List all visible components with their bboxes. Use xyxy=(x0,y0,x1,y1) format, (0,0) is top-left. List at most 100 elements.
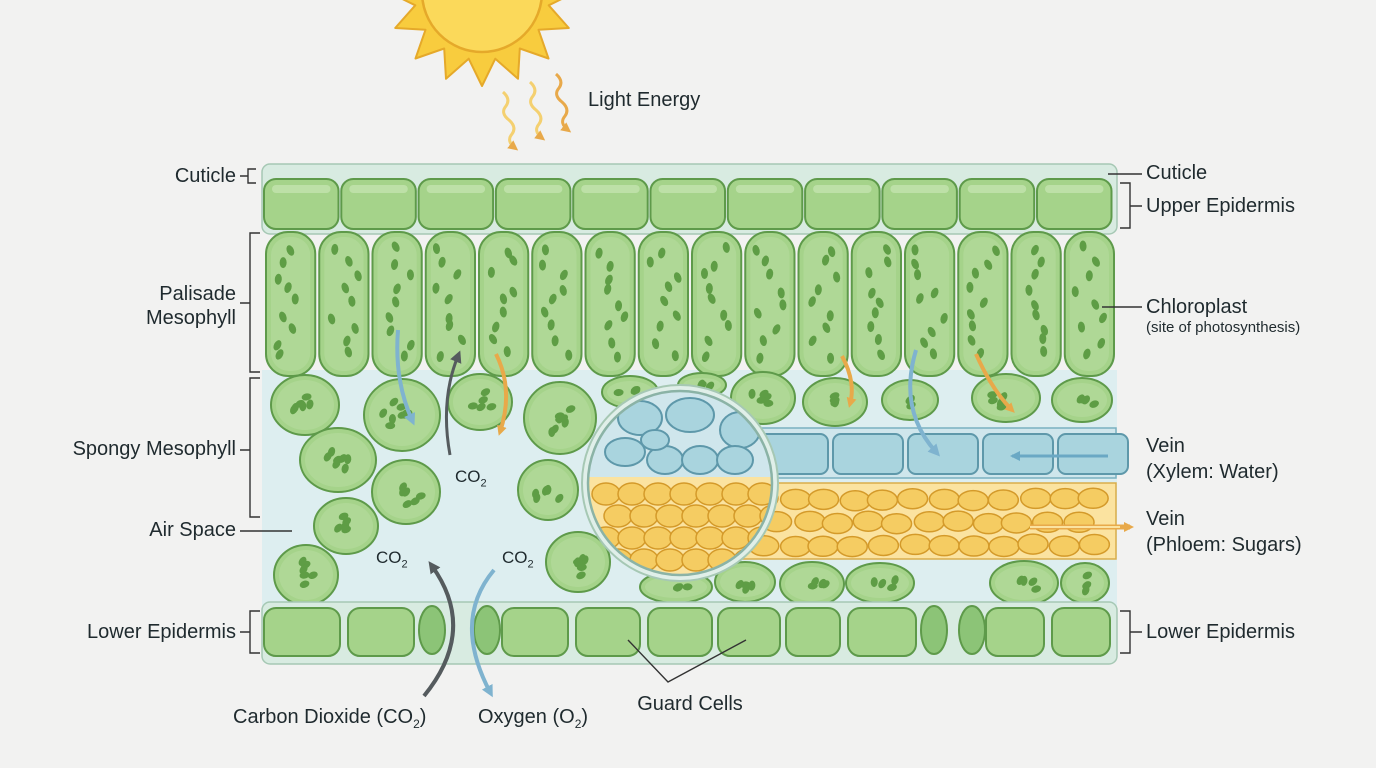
chloroplast xyxy=(476,403,486,412)
cell-highlight xyxy=(658,185,717,193)
xylem-cell xyxy=(640,429,670,451)
chloroplast xyxy=(967,335,976,346)
chloroplast xyxy=(348,295,356,307)
cell-interior xyxy=(271,237,311,371)
chloroplast xyxy=(576,563,587,571)
chloroplast xyxy=(988,396,998,405)
cell-highlight xyxy=(426,185,486,193)
lower-epidermis-cell xyxy=(347,607,415,657)
chloroplast xyxy=(299,580,310,588)
xylem-cell xyxy=(716,445,754,475)
sugar-arrow xyxy=(494,353,509,436)
chloroplast xyxy=(701,351,710,363)
chloroplast xyxy=(279,311,287,323)
chloroplast xyxy=(499,293,508,305)
chloroplast xyxy=(660,295,669,307)
bracket-cuticle-left xyxy=(240,168,256,184)
chloroplast xyxy=(299,564,308,574)
cell-highlight xyxy=(967,185,1027,193)
chloroplast xyxy=(911,244,919,256)
lower-epidermis-cell xyxy=(501,607,569,657)
sugar-arrow xyxy=(974,353,1015,413)
chloroplast xyxy=(722,241,730,253)
label-lower-epidermis-left: Lower Epidermis xyxy=(87,621,236,643)
phloem-cell xyxy=(747,482,772,506)
chloroplast xyxy=(1083,348,1091,360)
cell-highlight xyxy=(581,185,640,193)
chloroplast xyxy=(710,260,718,272)
chloroplast xyxy=(671,350,679,362)
label-cuticle-left: Cuticle xyxy=(174,165,236,187)
chloroplast xyxy=(488,334,498,345)
chloroplast xyxy=(308,571,318,579)
chloroplast xyxy=(807,582,818,590)
phloem-cell xyxy=(866,489,899,511)
chloroplast xyxy=(827,352,835,364)
palisade-mesophyll xyxy=(265,231,1115,377)
co2-subscript: 2 xyxy=(480,477,487,490)
phloem-cell xyxy=(681,504,711,528)
chloroplast xyxy=(766,268,774,280)
chloroplast xyxy=(674,583,684,592)
phloem-cell xyxy=(1049,487,1081,510)
chloroplast xyxy=(984,259,993,270)
chloroplast xyxy=(396,403,407,411)
chloroplast xyxy=(929,348,938,360)
chloroplast xyxy=(559,285,567,296)
chloroplast xyxy=(351,323,359,334)
chloroplast xyxy=(291,293,299,305)
chloroplast xyxy=(615,300,623,312)
chloroplast xyxy=(558,414,569,423)
phloem-cell xyxy=(643,526,673,550)
cell-highlight xyxy=(349,185,408,193)
chloroplast xyxy=(833,271,841,283)
lower-epidermis xyxy=(263,605,1111,657)
chloroplast xyxy=(822,254,830,266)
chloroplast xyxy=(829,392,840,400)
chloroplast xyxy=(406,339,415,351)
xylem-cell xyxy=(604,437,646,467)
chloroplast xyxy=(565,349,573,361)
chloroplast xyxy=(492,321,500,333)
chloroplast xyxy=(966,309,975,320)
phloem-cell xyxy=(880,512,913,535)
xylem-cell xyxy=(982,433,1054,475)
chloroplast xyxy=(548,293,557,305)
chloroplast xyxy=(393,283,401,295)
oxygen-out-arrow xyxy=(470,568,496,698)
phloem-cell xyxy=(669,482,699,506)
flow-arrows xyxy=(395,329,1015,698)
chloroplast xyxy=(1082,571,1093,580)
cell-interior xyxy=(590,237,630,371)
bracket-lower-epidermis-left xyxy=(240,610,260,654)
chloroplast xyxy=(273,340,282,351)
chloroplast xyxy=(1032,309,1040,321)
chloroplast xyxy=(930,287,939,299)
chloroplast xyxy=(700,268,708,280)
cell-interior xyxy=(910,237,950,371)
chloroplast xyxy=(1099,312,1107,324)
lower-epidermis-cell xyxy=(785,607,841,657)
chloroplast xyxy=(756,396,767,404)
chloroplast xyxy=(808,296,816,307)
label-vein-phloem: Vein (Phloem: Sugars) xyxy=(1146,507,1302,557)
phloem-cell xyxy=(987,489,1020,511)
chloroplast xyxy=(868,287,876,299)
chloroplast xyxy=(541,244,549,256)
guard-cell xyxy=(418,605,446,655)
light-ray xyxy=(528,80,546,141)
chloroplast xyxy=(752,244,760,256)
chloroplast xyxy=(664,281,673,293)
phloem-cell xyxy=(707,504,737,528)
oxygen-text: Oxygen (O xyxy=(478,706,575,728)
spongy-mesophyll xyxy=(270,371,1113,607)
chloroplast xyxy=(503,346,511,358)
chloroplast xyxy=(301,393,312,401)
chloroplast xyxy=(884,256,892,268)
water-arrow xyxy=(908,349,941,457)
label-palisade-line2: Mesophyll xyxy=(145,307,236,329)
bracket-lower-epidermis-right xyxy=(1120,610,1142,654)
chloroplast xyxy=(646,256,654,268)
chloroplast xyxy=(878,578,887,589)
